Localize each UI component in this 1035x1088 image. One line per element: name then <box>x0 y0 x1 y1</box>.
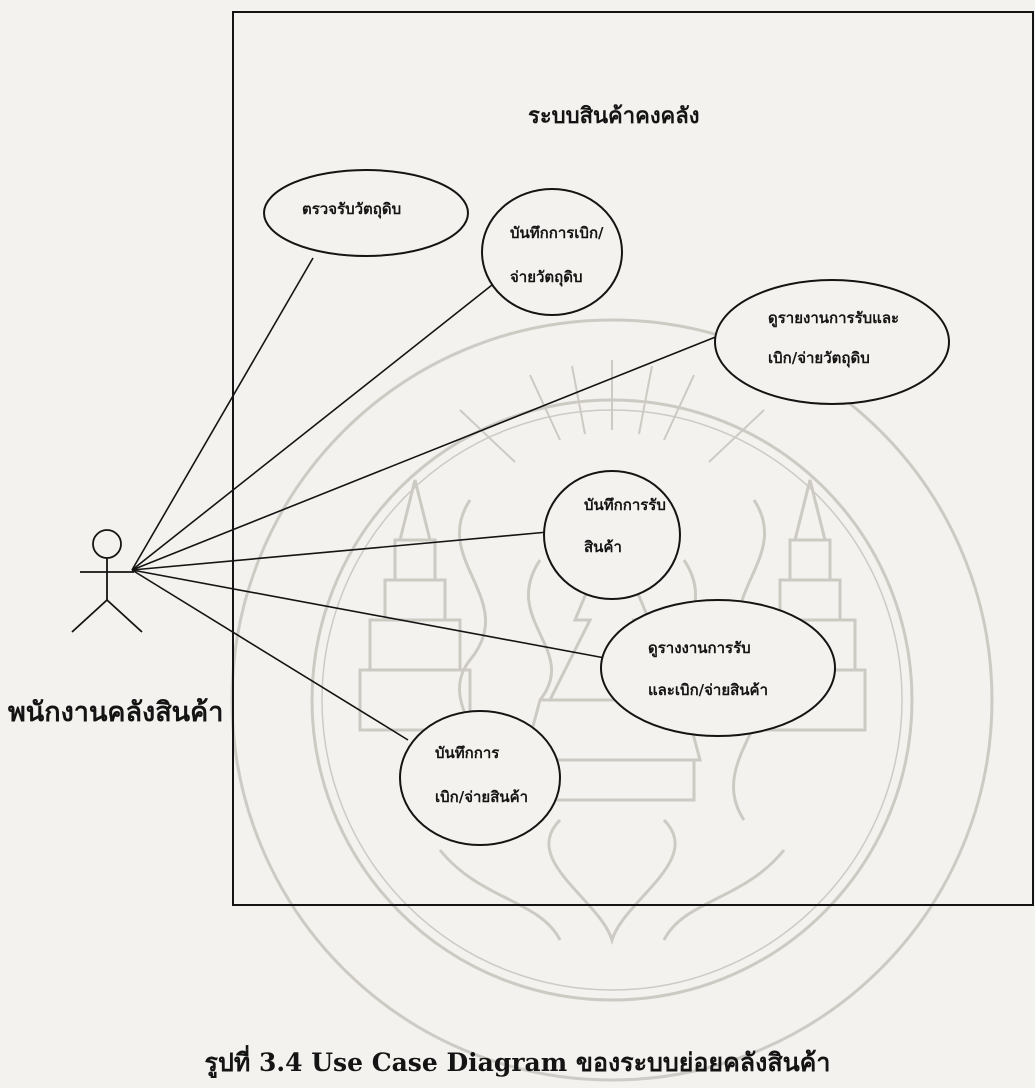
use-case-uc2-ellipse <box>481 188 623 316</box>
use-case-uc3-line-2: เบิก/จ่ายวัตถุดิบ <box>768 349 870 367</box>
use-case-uc5-line-1: ดูรางงานการรับ <box>648 639 751 657</box>
association-uc4 <box>131 531 549 571</box>
use-case-uc2-line-1: บันทึกการเบิก/ <box>510 224 604 242</box>
association-uc1 <box>131 257 314 571</box>
actor-name: พนักงานคลังสินค้า <box>8 697 224 728</box>
use-case-uc5-ellipse <box>600 599 836 737</box>
system-title: ระบบสินค้าคงคลัง <box>528 103 700 129</box>
use-case-uc5-line-2: และเบิก/จ่ายสินค้า <box>648 681 768 699</box>
association-uc6 <box>131 569 409 741</box>
stick-figure-icon <box>71 529 143 633</box>
association-uc2 <box>131 284 493 571</box>
caption-prefix: รูปที่ <box>204 1048 251 1077</box>
association-lines <box>131 257 719 741</box>
use-case-uc3-line-1: ดูรายงานการรับและ <box>768 309 900 327</box>
use-case-uc3-ellipse <box>714 279 950 405</box>
use-case-uc4-line-1: บันทึกการรับ <box>584 496 666 514</box>
use-case-uc4-ellipse <box>543 470 681 600</box>
figure-caption: รูปที่ 3.4 Use Case Diagram ของระบบย่อยค… <box>0 1043 1035 1083</box>
association-uc3 <box>131 335 719 571</box>
use-case-uc1-line-1: ตรวจรับวัตถุดิบ <box>302 200 402 218</box>
system-boundary <box>232 11 1034 906</box>
use-case-uc4-line-2: สินค้า <box>584 538 622 556</box>
use-case-uc6-ellipse <box>399 710 561 846</box>
use-case-uc1-ellipse <box>263 169 469 257</box>
use-case-uc6-line-1: บันทึกการ <box>435 744 500 762</box>
use-case-uc6-line-2: เบิก/จ่ายสินค้า <box>435 788 529 806</box>
association-uc5 <box>131 569 606 659</box>
university-seal-watermark-icon <box>230 318 994 1082</box>
caption-text: 3.4 Use Case Diagram ของระบบย่อยคลังสินค… <box>250 1048 831 1077</box>
use-case-uc2-line-2: จ่ายวัตถุดิบ <box>510 268 583 286</box>
